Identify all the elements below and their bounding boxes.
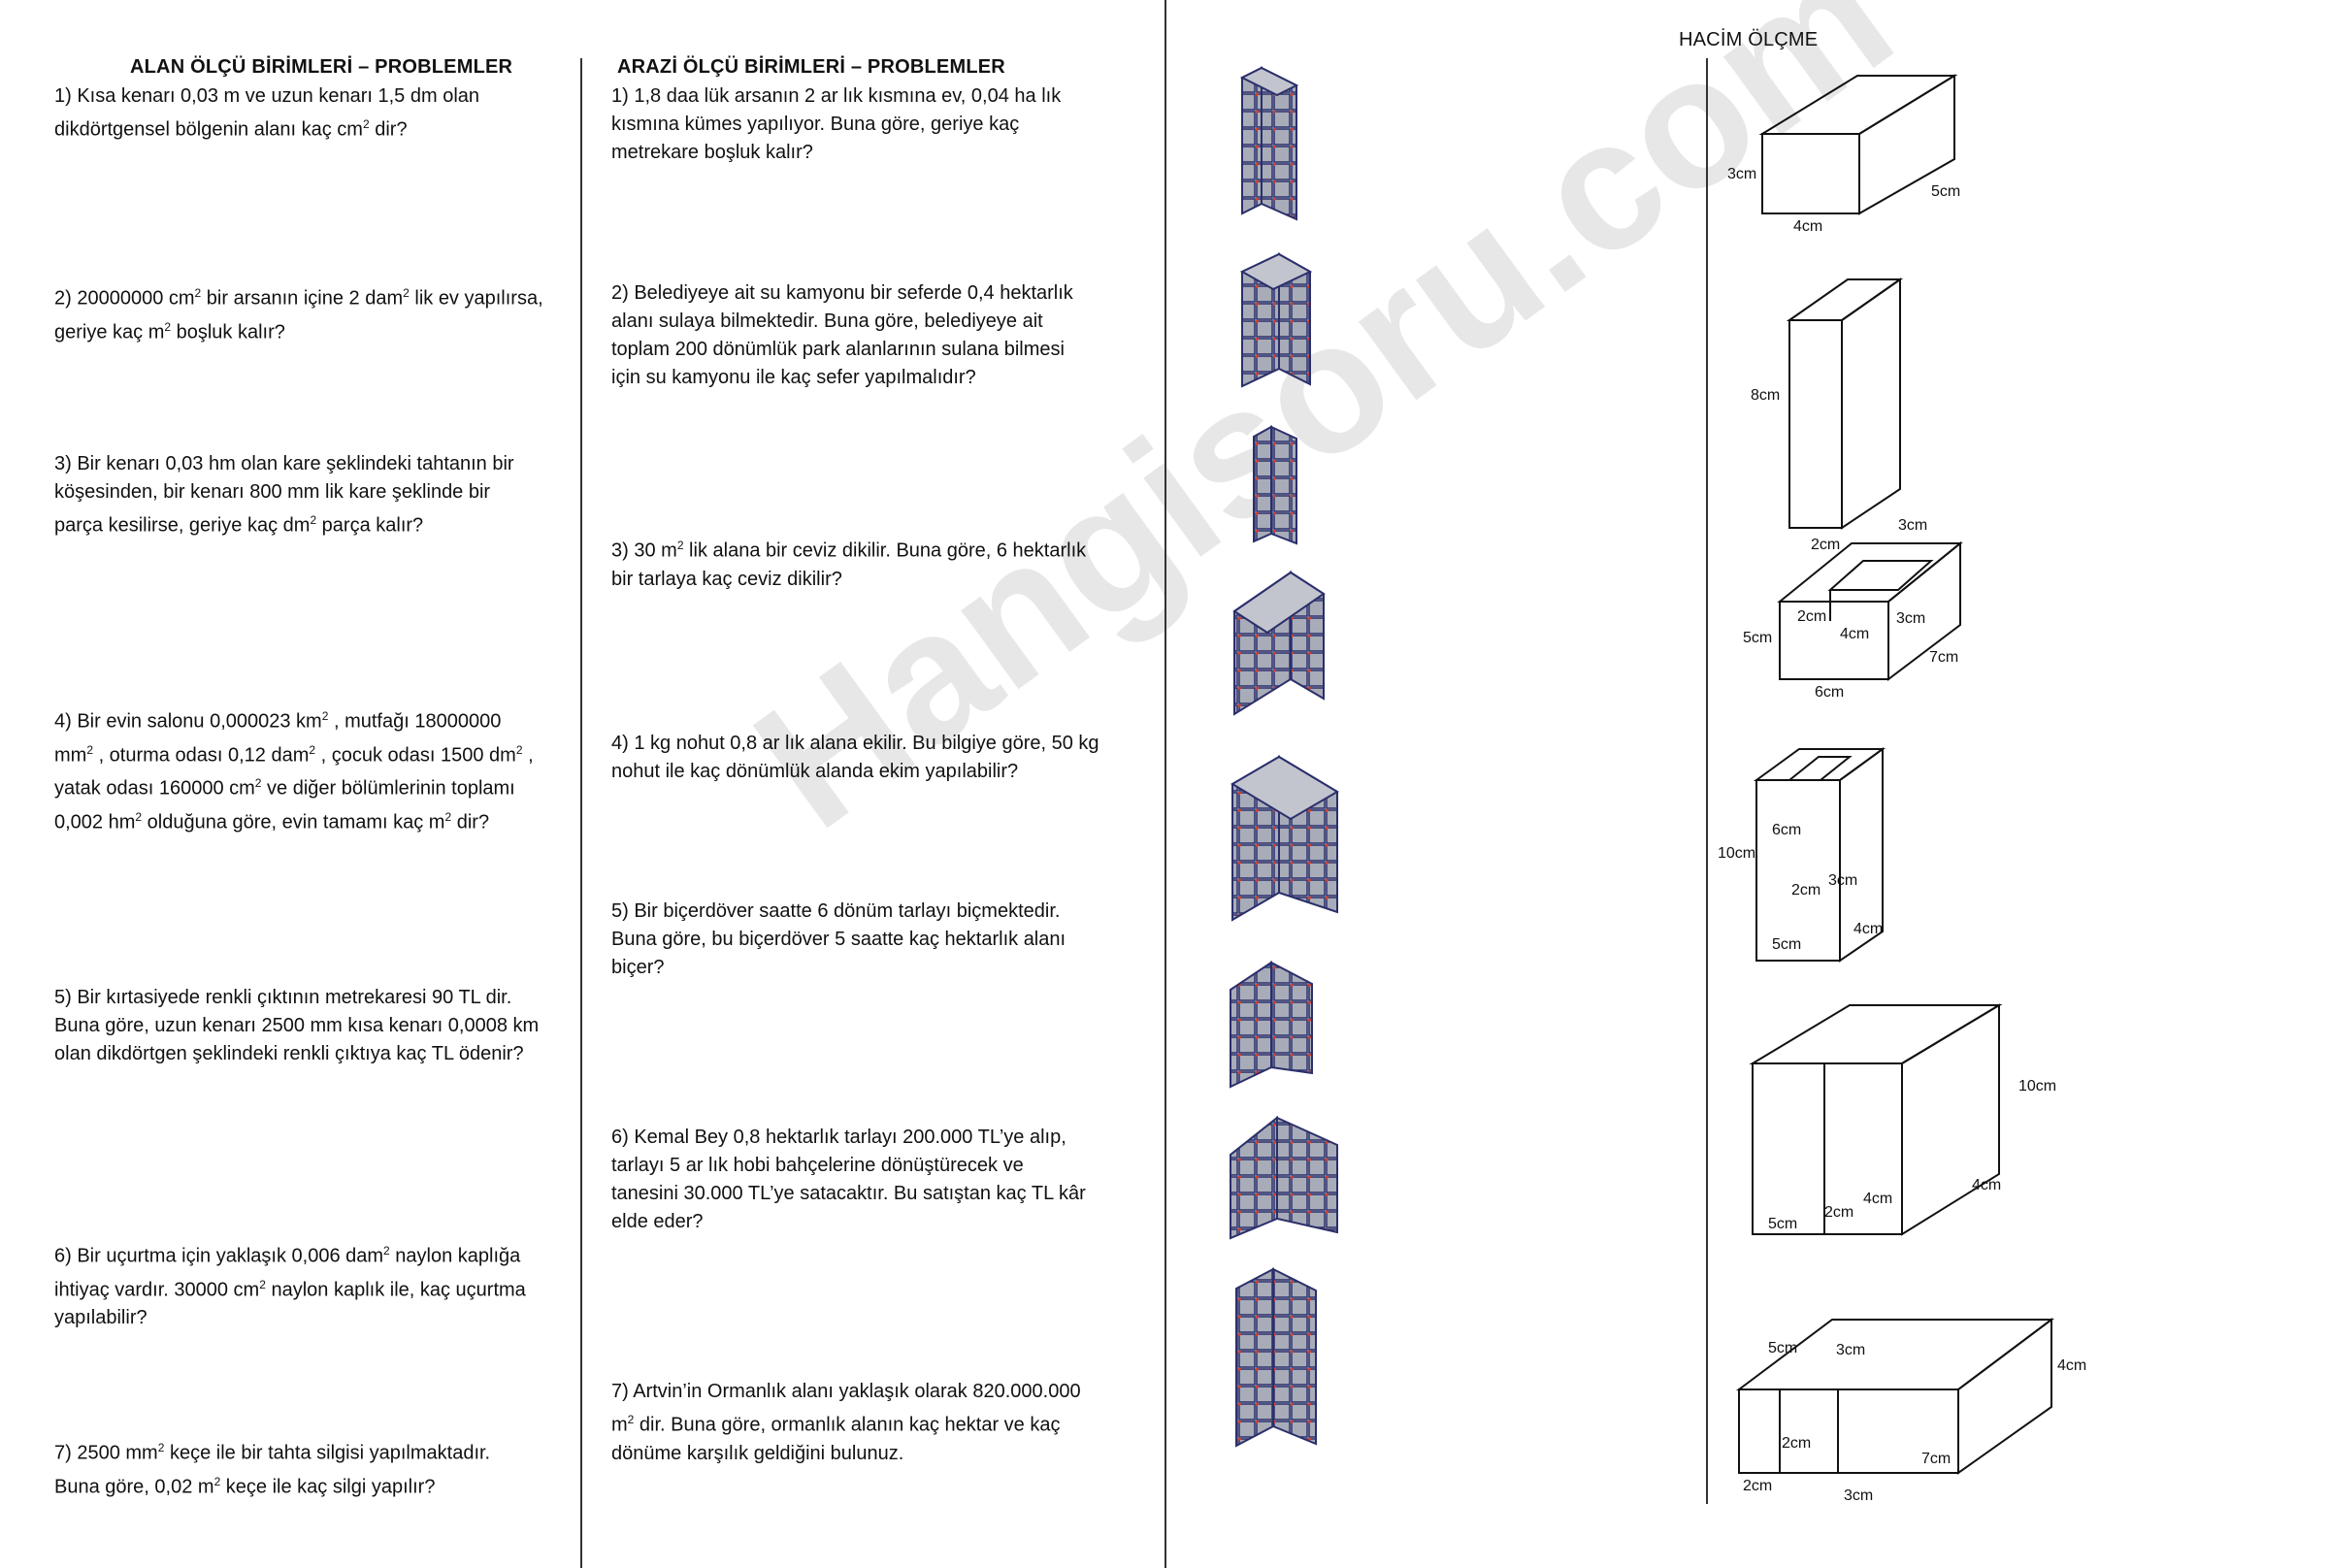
- shape5-label-d: 4cm: [1863, 1191, 1892, 1207]
- volume-shape-1: 3cm 5cm 4cm: [1727, 74, 1960, 235]
- shape6-label-g: 3cm: [1844, 1487, 1873, 1504]
- arazi-question-4: 4) 1 kg nohut 0,8 ar lık alana ekilir. B…: [611, 733, 1099, 782]
- alan-question-1: 1) Kısa kenarı 0,03 m ve uzun kenarı 1,5…: [54, 85, 480, 141]
- shape6-label-f: 7cm: [1921, 1451, 1951, 1467]
- cube-stack-4: [1232, 571, 1326, 716]
- cube-stack-1: [1239, 66, 1299, 221]
- arazi-title: ARAZİ ÖLÇÜ BİRİMLERİ – PROBLEMLER: [617, 56, 1005, 78]
- volume-shape-2: 8cm 2cm 3cm: [1751, 278, 1927, 553]
- hacim-title: HACİM ÖLÇME: [1679, 29, 1819, 50]
- cube-stack-8: [1235, 1267, 1317, 1448]
- shape3-label-a: 5cm: [1743, 630, 1772, 646]
- alan-question-4: 4) Bir evin salonu 0,000023 km2 , mutfağ…: [54, 709, 534, 833]
- shape6-label-d: 2cm: [1782, 1435, 1811, 1452]
- shape3-label-f: 6cm: [1815, 684, 1844, 701]
- volume-shape-6: 5cm 3cm 4cm 2cm 2cm 7cm 3cm: [1736, 1318, 2086, 1504]
- shape5-label-a: 10cm: [2018, 1078, 2056, 1094]
- volume-shape-5: 10cm 5cm 2cm 4cm 4cm: [1749, 1003, 2056, 1236]
- cube-stack-6: [1230, 961, 1313, 1089]
- alan-question-3: 3) Bir kenarı 0,03 hm olan kare şeklinde…: [54, 453, 514, 537]
- shape3-label-c: 4cm: [1840, 626, 1869, 642]
- alan-question-7: 7) 2500 mm2 keçe ile bir tahta silgisi y…: [54, 1441, 491, 1498]
- arazi-column: ARAZİ ÖLÇÜ BİRİMLERİ – PROBLEMLER 1) 1,8…: [582, 0, 1164, 1568]
- column-divider-2: [1164, 0, 1166, 1568]
- alan-question-6: 6) Bir uçurtma için yaklaşık 0,006 dam2 …: [54, 1244, 526, 1329]
- shape3-label-e: 7cm: [1929, 649, 1958, 666]
- arazi-question-7: 7) Artvin’in Ormanlık alanı yaklaşık ola…: [611, 1381, 1081, 1464]
- arazi-question-3: 3) 30 m2 lik alana bir ceviz dikilir. Bu…: [611, 539, 1087, 590]
- alan-question-5: 5) Bir kırtasiyede renkli çıktının metre…: [54, 987, 540, 1064]
- shape4-label-f: 4cm: [1853, 921, 1883, 937]
- arazi-question-2: 2) Belediyeye ait su kamyonu bir seferde…: [611, 282, 1073, 388]
- alan-question-2: 2) 20000000 cm2 bir arsanın içine 2 dam2…: [54, 286, 543, 343]
- shape2-label-c: 3cm: [1898, 517, 1927, 534]
- shape1-label-a: 3cm: [1727, 166, 1756, 182]
- shape1-label-b: 5cm: [1931, 183, 1960, 200]
- volume-figures: 3cm 5cm 4cm 8cm 2cm 3cm 5cm 2cm 4cm 3cm …: [1718, 74, 2086, 1504]
- cube-stack-3: [1253, 425, 1297, 545]
- shape3-label-b: 2cm: [1797, 608, 1826, 625]
- cube-stack-2: [1239, 252, 1313, 388]
- cube-stack-5: [1230, 755, 1339, 922]
- shape6-label-c: 4cm: [2057, 1357, 2086, 1374]
- cube-stack-7: [1230, 1115, 1338, 1240]
- arazi-question-5: 5) Bir biçerdöver saatte 6 dönüm tarlayı…: [611, 900, 1066, 978]
- volume-shape-3: 5cm 2cm 4cm 3cm 7cm 6cm: [1743, 540, 1963, 701]
- volume-shape-4: 10cm 6cm 2cm 3cm 5cm 4cm: [1718, 747, 1886, 963]
- shape1-label-c: 4cm: [1793, 218, 1822, 235]
- column-divider-3: [1706, 58, 1708, 1504]
- shape6-label-a: 5cm: [1768, 1340, 1797, 1356]
- shape4-label-c: 2cm: [1791, 882, 1821, 898]
- shape3-label-d: 3cm: [1896, 610, 1925, 627]
- shape4-label-b: 6cm: [1772, 822, 1801, 838]
- shape4-label-d: 3cm: [1828, 872, 1857, 889]
- shape2-label-a: 8cm: [1751, 387, 1780, 404]
- shape2-label-b: 2cm: [1811, 537, 1840, 553]
- shape6-label-b: 3cm: [1836, 1342, 1865, 1358]
- unit-cube-figures: [1230, 66, 1339, 1448]
- shape4-label-e: 5cm: [1772, 936, 1801, 953]
- shape5-label-c: 2cm: [1824, 1204, 1853, 1221]
- alan-column: ALAN ÖLÇÜ BİRİMLERİ – PROBLEMLER 1) Kısa…: [0, 0, 573, 1568]
- alan-title: ALAN ÖLÇÜ BİRİMLERİ – PROBLEMLER: [130, 56, 513, 78]
- column-divider-1: [580, 58, 582, 1568]
- arazi-question-1: 1) 1,8 daa lük arsanın 2 ar lık kısmına …: [611, 85, 1062, 163]
- shape5-label-b: 5cm: [1768, 1216, 1797, 1232]
- shape6-label-e: 2cm: [1743, 1478, 1772, 1494]
- shape4-label-a: 10cm: [1718, 845, 1755, 862]
- arazi-question-6: 6) Kemal Bey 0,8 hektarlık tarlayı 200.0…: [611, 1127, 1086, 1232]
- shape5-label-e: 4cm: [1972, 1177, 2001, 1193]
